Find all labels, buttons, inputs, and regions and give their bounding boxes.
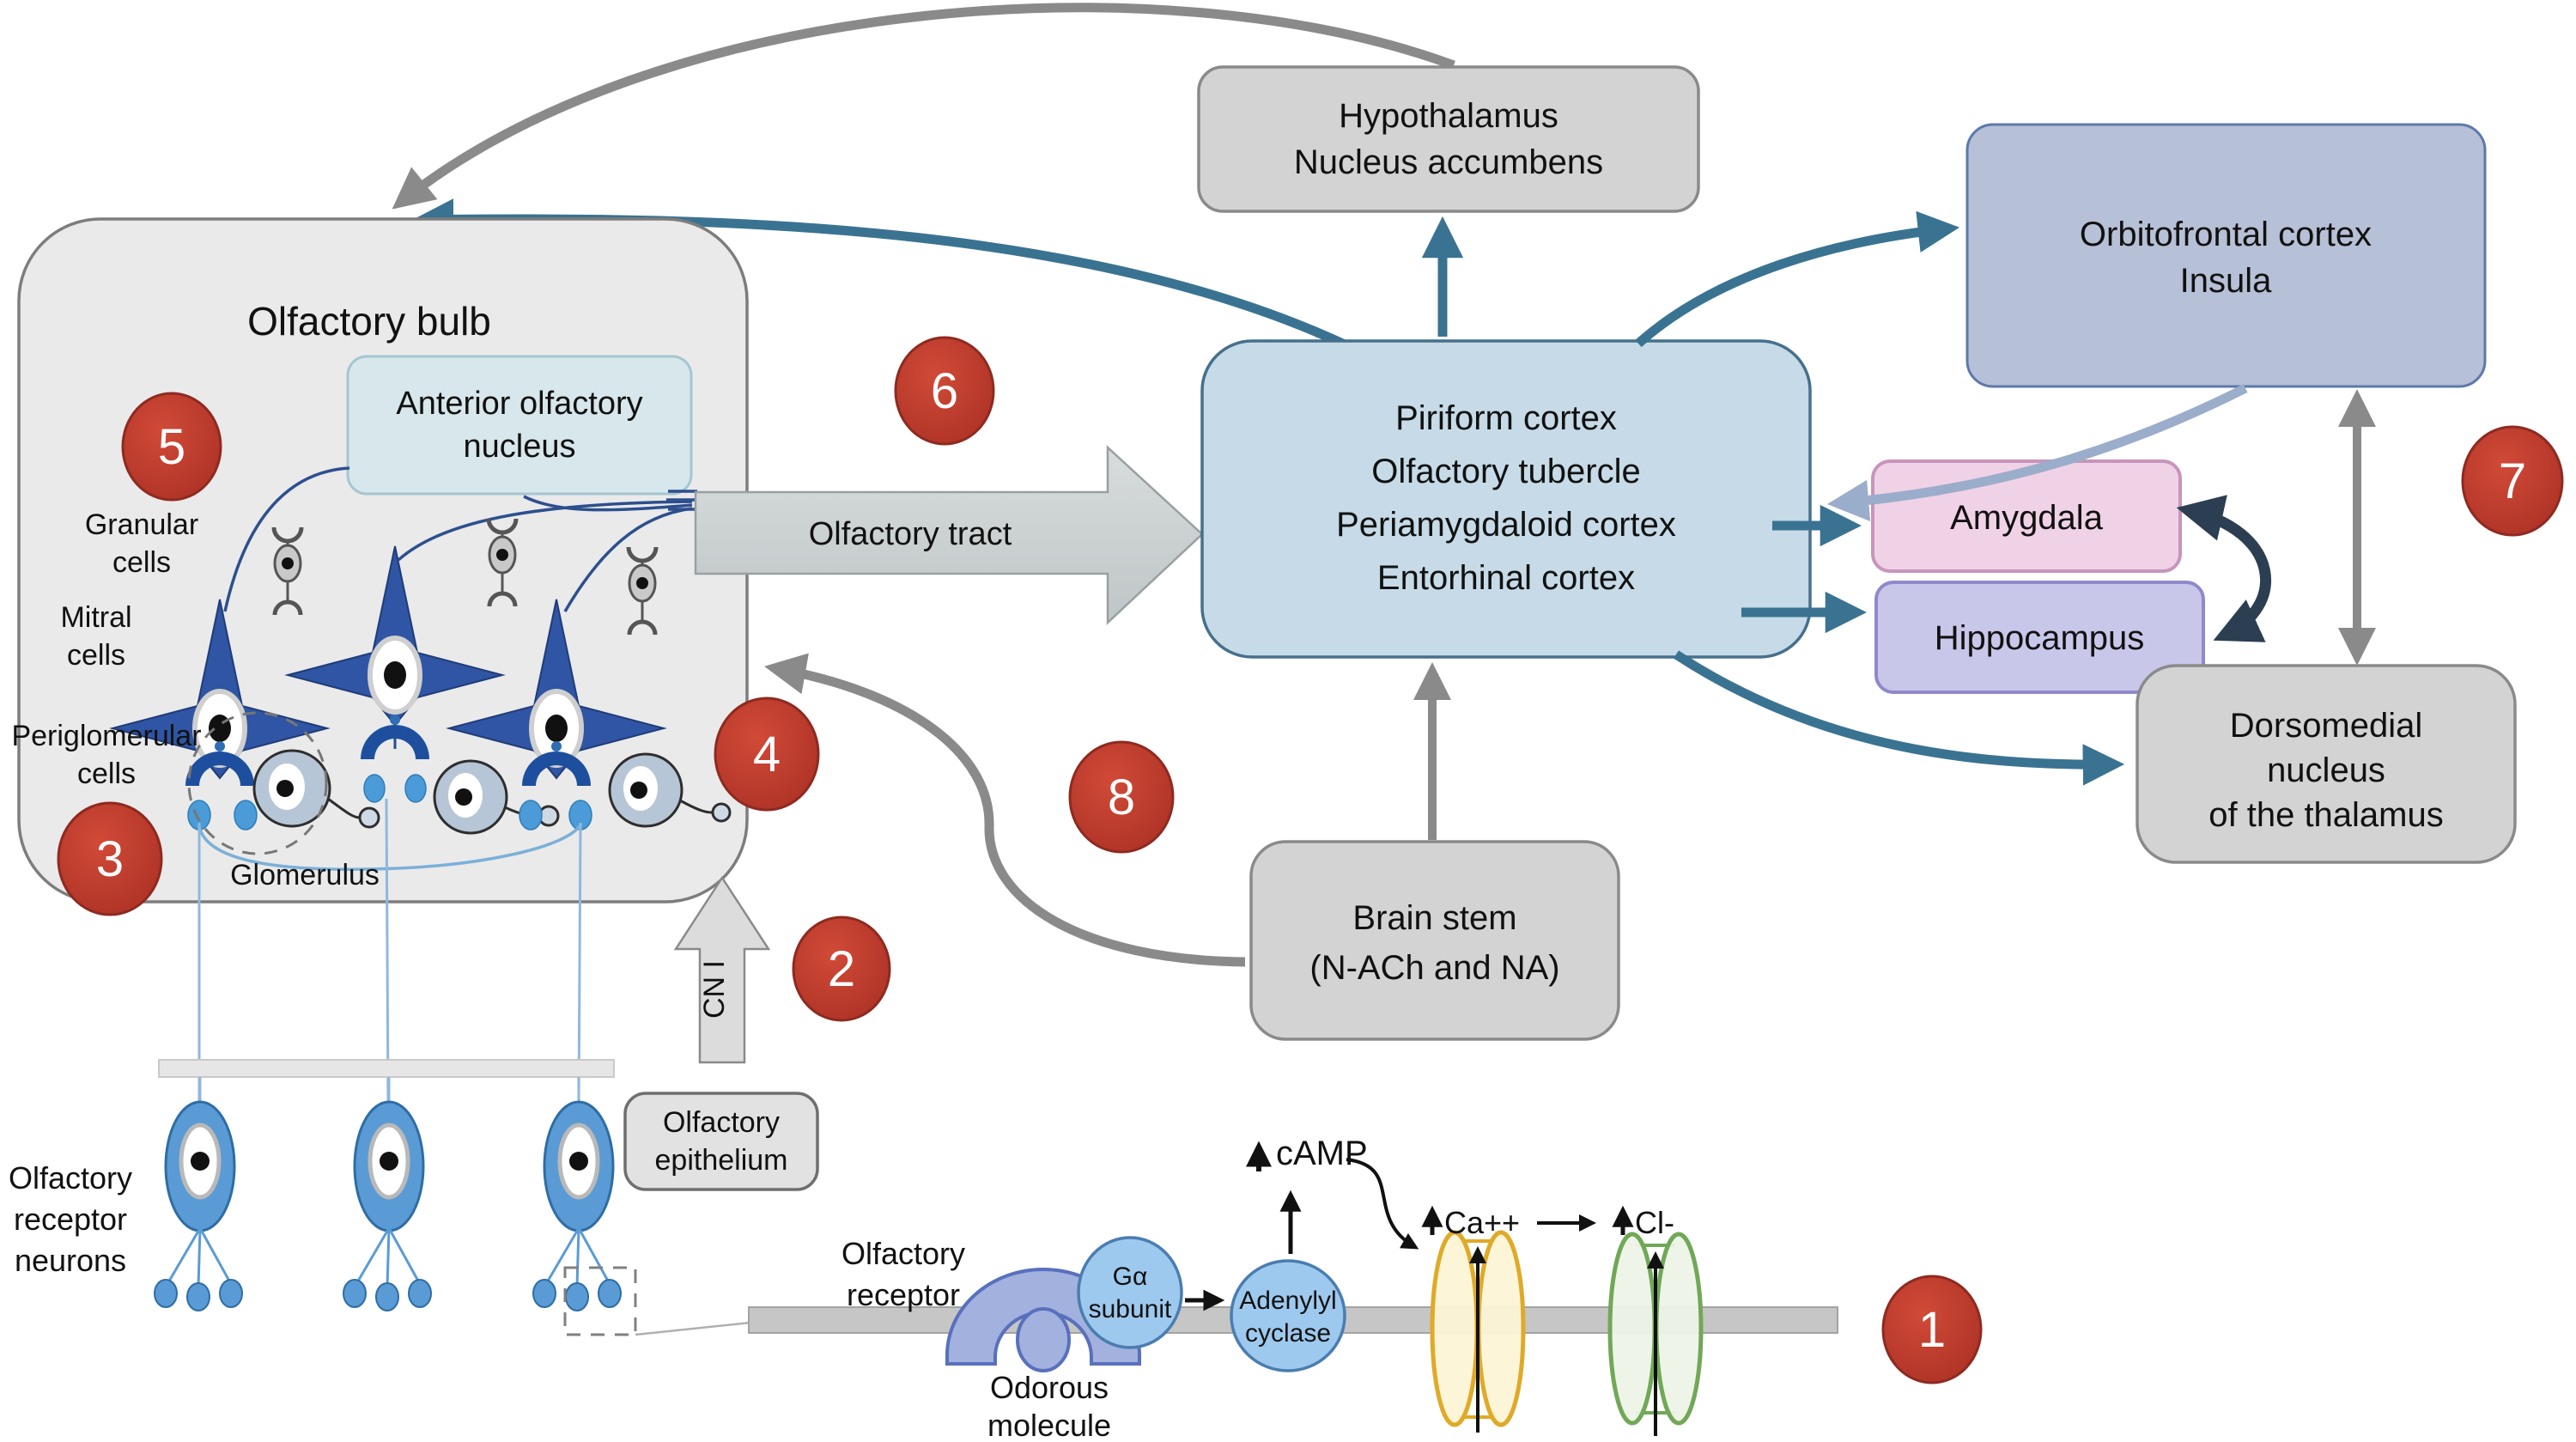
glomerulus-label: Glomerulus [230, 859, 380, 891]
step-badge-5: 5 [121, 392, 222, 502]
g-alpha-label2: subunit [1089, 1295, 1172, 1323]
olfactory-receptor-neuron-icons [154, 1077, 622, 1311]
hippocampus-box: Hippocampus [1874, 581, 2205, 694]
cilia-dashed-callout-box [563, 1266, 637, 1336]
hypothalamus-label1: Hypothalamus [1339, 97, 1558, 135]
granule-cell-icons [271, 518, 659, 636]
svg-text:7: 7 [2499, 453, 2526, 509]
cribriform-plate-bar [158, 1059, 615, 1078]
olfactory-tract-arrow: Olfactory tract [694, 445, 1204, 625]
olfactory-epithelium-box: Olfactory epithelium [623, 1092, 819, 1191]
hypothalamus-label2: Nucleus accumbens [1294, 143, 1603, 181]
piriform-cortex-box: Piriform cortex Olfactory tubercle Peria… [1200, 339, 1812, 659]
orbitofrontal-label2: Insula [2180, 262, 2272, 300]
brainstem-label1: Brain stem [1352, 899, 1516, 937]
aon-label-line2: nucleus [464, 429, 576, 465]
step-badge-6: 6 [894, 336, 995, 446]
adenylyl-cyclase-icon: Adenylyl cyclase [1230, 1259, 1346, 1372]
brainstem-label2: (N-ACh and NA) [1309, 949, 1559, 987]
mitral-axon-curves [223, 466, 697, 612]
odorous-molecule-label1: Odorous [990, 1370, 1109, 1405]
piriform-label1: Piriform cortex [1395, 399, 1617, 437]
camp-label: cAMP [1276, 1135, 1368, 1172]
amygdala-box: Amygdala [1871, 459, 2182, 573]
adenylyl-label2: cyclase [1245, 1319, 1331, 1348]
arrow-hypothalamus-to-bulb [392, 3, 1455, 210]
g-alpha-subunit-icon: Gα subunit [1077, 1236, 1183, 1349]
step-badge-7: 7 [2461, 425, 2564, 537]
olfactory-bulb-title: Olfactory bulb [247, 299, 491, 344]
mitral-cells-label2: cells [67, 639, 125, 672]
arrow-orbitofrontal-to-piriform [1826, 384, 2248, 522]
step-badge-8: 8 [1068, 740, 1175, 854]
svg-text:1: 1 [1918, 1302, 1946, 1358]
glomerulus-dashed-circle [187, 711, 328, 855]
cl-label: Cl- [1635, 1205, 1674, 1240]
adenylyl-label1: Adenylyl [1239, 1287, 1336, 1315]
olfactory-receptor-label1: Olfactory [841, 1236, 965, 1271]
olfactory-receptor-label2: receptor [847, 1277, 960, 1312]
svg-text:3: 3 [96, 831, 124, 887]
amygdala-label: Amygdala [1950, 499, 2104, 537]
svg-text:5: 5 [158, 419, 185, 475]
receptor-axon-lines [197, 798, 582, 1104]
arrow-camp-to-ca-channel [1346, 1158, 1419, 1250]
ca-channel-icon [1430, 1230, 1526, 1433]
step-badge-3: 3 [57, 801, 163, 916]
orn-label2: receptor [14, 1202, 127, 1237]
epithelium-label2: epithelium [655, 1144, 788, 1177]
piriform-label3: Periamygdaloid cortex [1336, 506, 1676, 544]
svg-text:4: 4 [753, 727, 781, 782]
piriform-label4: Entorhinal cortex [1377, 559, 1635, 597]
granular-cells-label: Granular [85, 508, 198, 541]
svg-text:6: 6 [931, 363, 958, 419]
periglomerular-cells-label2: cells [77, 758, 136, 790]
dorsomedial-label2: nucleus [2267, 751, 2385, 789]
orn-label1: Olfactory [9, 1160, 132, 1196]
arrow-brainstem-to-bulb [764, 653, 1246, 967]
step-badge-2: 2 [792, 916, 891, 1022]
cl-channel-icon [1607, 1232, 1704, 1436]
cn1-label: CN I [698, 960, 731, 1019]
orbitofrontal-label1: Orbitofrontal cortex [2080, 216, 2372, 253]
orn-label3: neurons [15, 1243, 126, 1278]
mitral-cell-icons [109, 545, 667, 780]
olfactory-tract-label: Olfactory tract [809, 516, 1012, 552]
cn1-arrow: CN I [673, 875, 771, 1064]
g-alpha-label1: Gα [1113, 1263, 1148, 1291]
aon-label-line1: Anterior olfactory [396, 386, 642, 422]
periglomerular-cells-label: Periglomerular [11, 720, 201, 752]
glomerular-loop [197, 824, 582, 871]
step-badge-4: 4 [714, 697, 820, 812]
step-badge-1: 1 [1881, 1275, 1983, 1384]
anterior-olfactory-nucleus-box: Anterior olfactory nucleus [346, 355, 693, 496]
orbitofrontal-box: Orbitofrontal cortex Insula [1965, 123, 2487, 388]
hippocampus-label: Hippocampus [1935, 619, 2145, 657]
arrow-piriform-to-dorsomedial [1673, 650, 2125, 786]
epithelium-label1: Olfactory [663, 1106, 780, 1139]
piriform-label2: Olfactory tubercle [1371, 453, 1640, 490]
odorous-molecule-label2: molecule [987, 1408, 1111, 1442]
svg-text:8: 8 [1108, 770, 1135, 825]
granular-cells-label2: cells [112, 546, 171, 579]
ca-label: Ca++ [1444, 1205, 1520, 1240]
arrow-piriform-to-orbitofrontal [1635, 210, 1960, 348]
dorsomedial-label1: Dorsomedial [2230, 707, 2423, 745]
callout-leader-line [635, 1321, 751, 1336]
svg-text:2: 2 [828, 941, 855, 997]
odorous-molecule-icon [1016, 1307, 1071, 1372]
periglomerular-cell-icons [185, 711, 732, 871]
dorsomedial-box: Dorsomedial nucleus of the thalamus [2136, 664, 2517, 864]
brainstem-box: Brain stem (N-ACh and NA) [1249, 840, 1620, 1041]
dorsomedial-label3: of the thalamus [2208, 796, 2444, 834]
arrow-amygdala-hippocampus-bidirectional [2176, 495, 2271, 642]
hypothalamus-box: Hypothalamus Nucleus accumbens [1197, 65, 1700, 213]
mitral-cells-label: Mitral [60, 601, 131, 634]
